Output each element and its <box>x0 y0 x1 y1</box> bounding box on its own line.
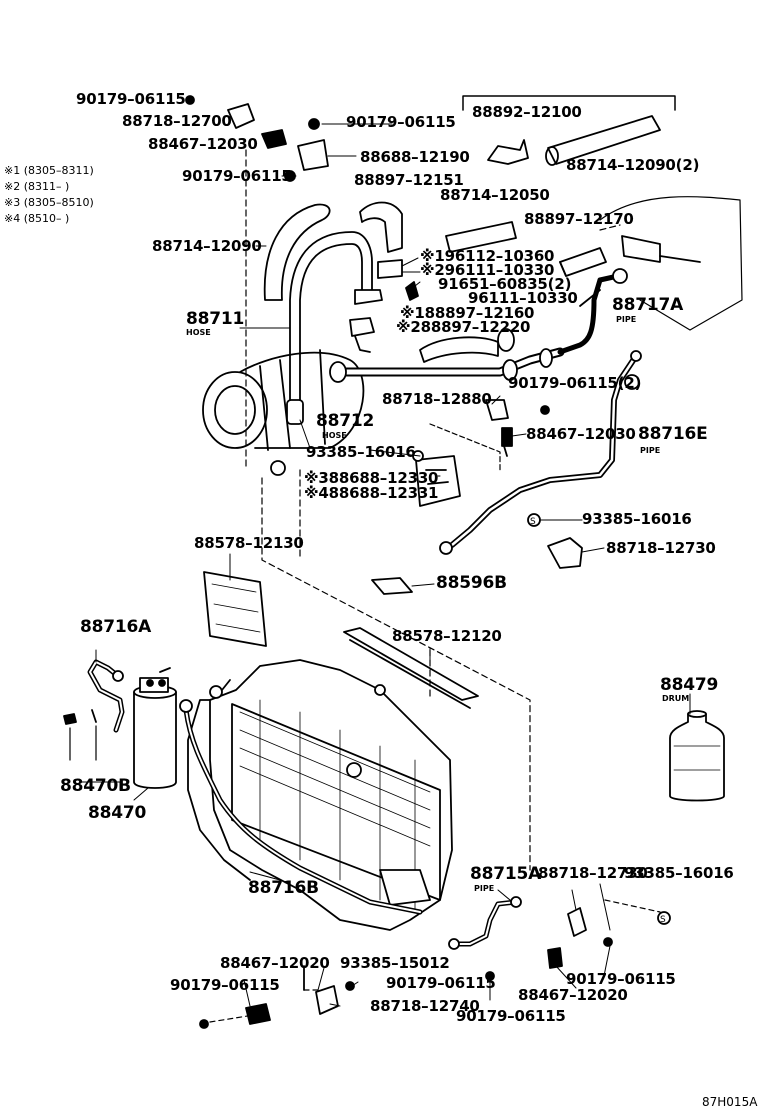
part-label-88897-12160: ※188897–12160 <box>400 304 535 322</box>
part-label-88892-12100: 88892–12100 <box>472 103 582 121</box>
part-label-96111-10330-a: ※296111–10330 <box>420 261 555 279</box>
part-label-88596b: 88596B <box>436 573 507 593</box>
part-label-88470b: 88470B <box>60 776 131 796</box>
svg-text:S: S <box>530 517 536 527</box>
part-label-88718-12740: 88718–12740 <box>370 997 480 1015</box>
part-label-88578-12120: 88578–12120 <box>392 627 502 645</box>
part-label-90179-06115-f: 90179–06115 <box>566 970 676 988</box>
svg-text:S: S <box>660 915 666 925</box>
part-label-90179-06115-e: 90179–06115 <box>386 974 496 992</box>
part-label-88714-12050: 88714–12050 <box>440 186 550 204</box>
part-label-93385-16016-b: 93385–16016 <box>582 510 692 528</box>
part-label-88716b: 88716B <box>248 878 319 898</box>
part-label-88715a: 88715A <box>470 864 542 884</box>
part-label-90179-06115-b: 90179–06115 <box>346 113 456 131</box>
part-label-88714-12090: 88714–12090 <box>152 237 262 255</box>
part-label-93385-16016-c: 93385–16016 <box>624 864 734 882</box>
part-label-88716e: 88716E <box>638 424 708 444</box>
legend-item-4: ※4 (8510– ) <box>4 212 70 225</box>
part-label-88467-12020-a: 88467–12020 <box>220 954 330 972</box>
part-label-90179-06115-d: 90179–06115 <box>170 976 280 994</box>
sublabel-hose-88711: HOSE <box>186 328 211 337</box>
part-label-90179-06115-a: 90179–06115 <box>76 90 186 108</box>
figure-code: 87H015A <box>702 1095 758 1109</box>
part-label-96111-10330-b: 96111–10330 <box>468 289 578 307</box>
part-label-88688-12190: 88688–12190 <box>360 148 470 166</box>
part-label-88479: 88479 <box>660 675 719 695</box>
legend-item-3: ※3 (8305–8510) <box>4 196 94 209</box>
part-label-88718-12700: 88718–12700 <box>122 112 232 130</box>
part-label-88717a: 88717A <box>612 295 684 315</box>
sublabel-drum-88479: DRUM <box>662 694 690 703</box>
part-label-88711: 88711 <box>186 309 245 329</box>
part-label-88712: 88712 <box>316 411 375 431</box>
part-label-88467-12030-b: 88467–12030 <box>526 425 636 443</box>
part-label-88718-12730-a: 88718–12730 <box>606 539 716 557</box>
part-label-88718-12730-b: 88718–12730 <box>538 864 648 882</box>
part-label-90179-06115-c: 90179–06115 <box>182 167 292 185</box>
part-label-88470: 88470 <box>88 803 147 823</box>
part-label-88897-12170: 88897–12170 <box>524 210 634 228</box>
part-label-93385-15012: 93385–15012 <box>340 954 450 972</box>
legend-item-2: ※2 (8311– ) <box>4 180 70 193</box>
part-label-96112-10360: ※196112–10360 <box>420 247 555 265</box>
part-label-88897-12220: ※288897–12220 <box>396 318 531 336</box>
part-label-88688-12330: ※388688–12330 <box>304 469 439 487</box>
legend-item-1: ※1 (8305–8311) <box>4 164 94 177</box>
sublabel-pipe-88715a: PIPE <box>474 884 495 893</box>
part-label-90179-06115-g: 90179–06115 <box>456 1007 566 1025</box>
part-label-91651-60835-2: 91651–60835(2) <box>438 275 572 293</box>
sublabel-hose-88712: HOSE <box>322 431 347 440</box>
part-label-88467-12030-a: 88467–12030 <box>148 135 258 153</box>
part-label-93385-16016-a: 93385–16016 <box>306 443 416 461</box>
part-label-88578-12130: 88578–12130 <box>194 534 304 552</box>
part-label-88714-12090-2: 88714–12090(2) <box>566 156 700 174</box>
sublabel-pipe-88716e: PIPE <box>640 446 661 455</box>
part-label-88467-12020-b: 88467–12020 <box>518 986 628 1004</box>
part-label-88897-12151: 88897–12151 <box>354 171 464 189</box>
sublabel-pipe-88717a: PIPE <box>616 315 637 324</box>
part-label-88688-12331: ※488688–12331 <box>304 484 439 502</box>
part-label-88716a: 88716A <box>80 617 152 637</box>
part-label-90179-06115-2: 90179–06115(2) <box>508 374 642 392</box>
part-label-88718-12880: 88718–12880 <box>382 390 492 408</box>
